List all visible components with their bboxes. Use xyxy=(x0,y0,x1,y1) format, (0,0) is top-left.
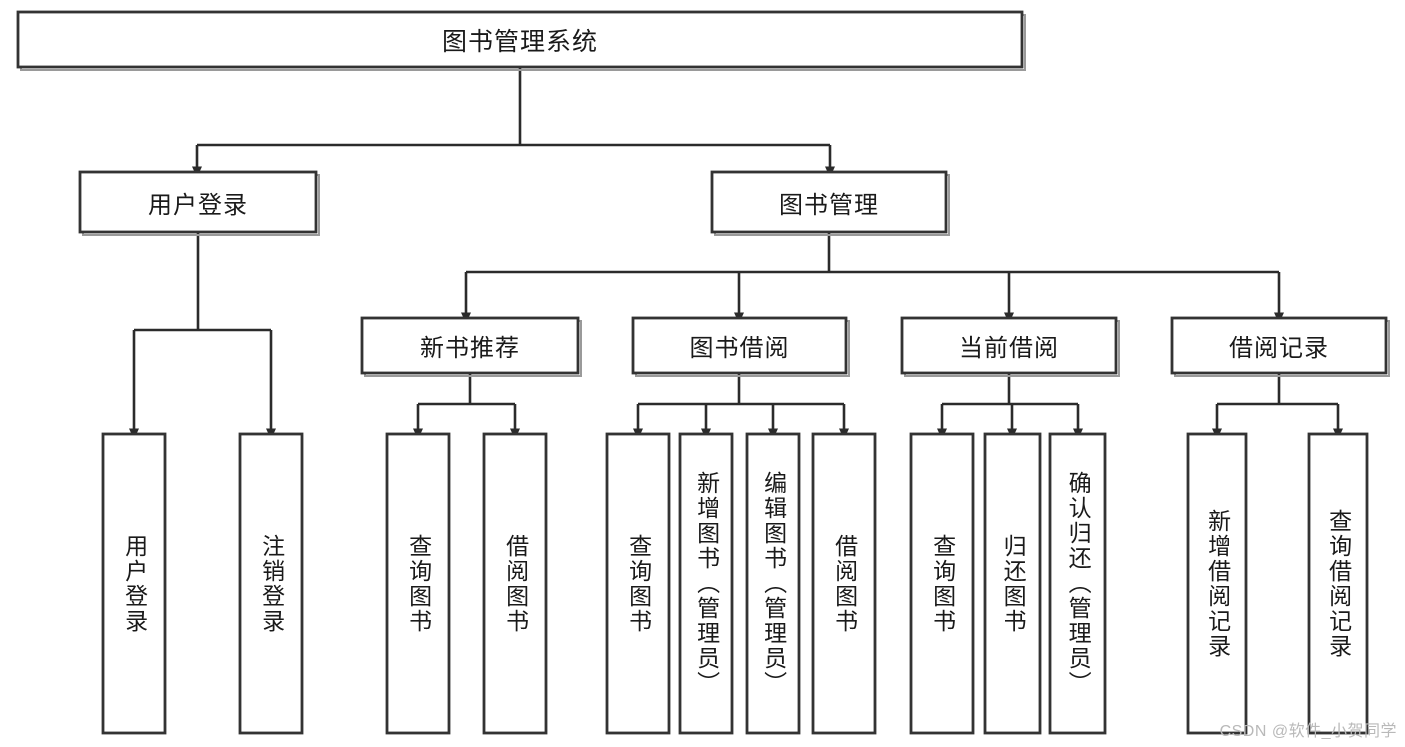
leaf-box-9[interactable] xyxy=(983,432,1042,735)
leaf-box-12[interactable] xyxy=(1307,432,1369,735)
leaf-box-6[interactable] xyxy=(745,432,801,735)
leaf-box-5[interactable] xyxy=(678,432,734,735)
node-boxes xyxy=(16,10,1390,735)
node-box-current[interactable] xyxy=(900,316,1118,375)
node-box-record[interactable] xyxy=(1170,316,1388,375)
leaf-box-3[interactable] xyxy=(482,432,548,735)
leaf-box-11[interactable] xyxy=(1186,432,1248,735)
leaf-box-7[interactable] xyxy=(811,432,877,735)
leaf-boxes xyxy=(101,432,1369,735)
leaf-box-4[interactable] xyxy=(605,432,671,735)
node-box-borrow[interactable] xyxy=(631,316,848,375)
leaf-box-2[interactable] xyxy=(385,432,451,735)
node-box-root-inner[interactable] xyxy=(16,10,1024,69)
leaf-box-1[interactable] xyxy=(238,432,304,735)
node-box-book-mgmt[interactable] xyxy=(710,170,948,234)
leaf-box-10[interactable] xyxy=(1048,432,1107,735)
leaf-box-8[interactable] xyxy=(909,432,975,735)
node-box-user-login[interactable] xyxy=(78,170,318,234)
node-box-new-book[interactable] xyxy=(360,316,580,375)
leaf-box-0[interactable] xyxy=(101,432,167,735)
connector-group xyxy=(129,67,1343,440)
csdn-watermark: CSDN @软件_小贺同学 xyxy=(1219,723,1397,740)
